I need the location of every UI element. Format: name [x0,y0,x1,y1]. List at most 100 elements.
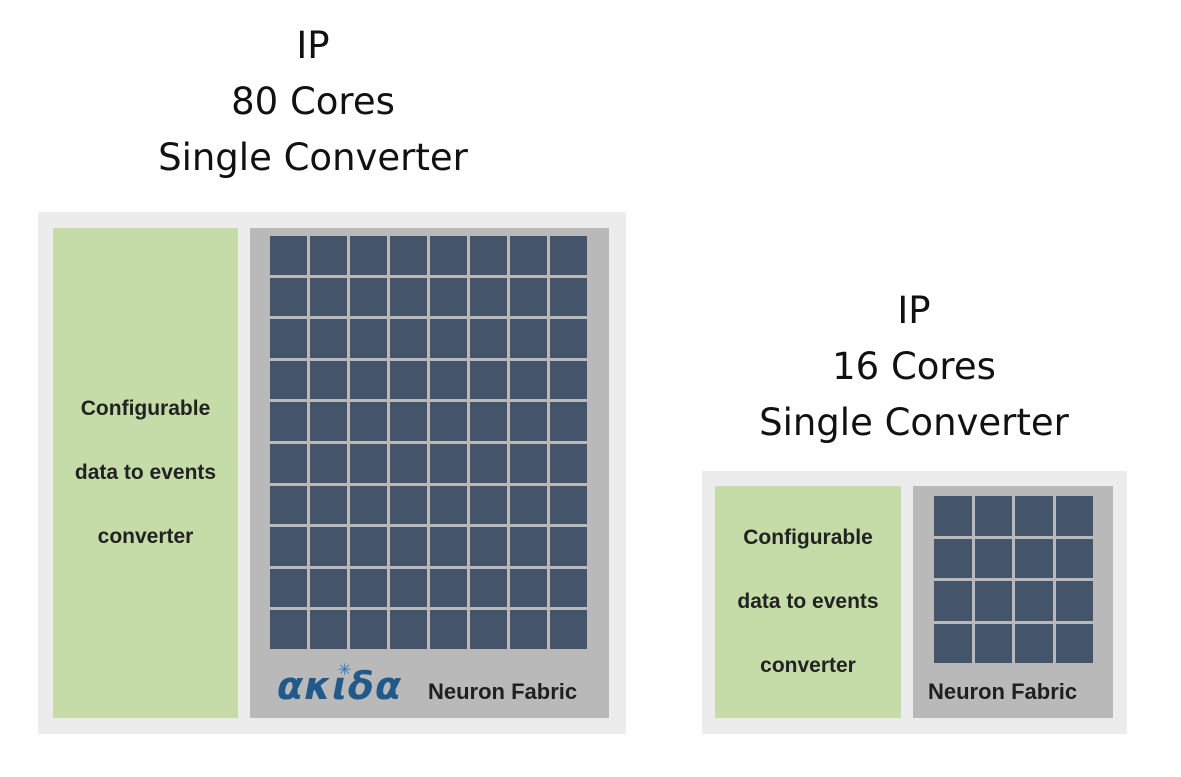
large-ip-heading: IP 80 Cores Single Converter [113,18,513,186]
large-neuron-core [550,485,587,525]
large-neuron-core [430,236,467,275]
large-neuron-core [350,568,387,608]
small-neuron-core [934,496,972,536]
small-converter-line-2: data to events [737,590,879,613]
large-neuron-core [310,402,347,441]
large-neuron-core [390,610,427,649]
small-neuron-core [1015,581,1053,621]
large-neuron-core [470,402,507,441]
small-neuron-core [934,581,972,621]
large-neuron-core [550,236,587,275]
large-neuron-core [550,360,587,400]
large-neuron-core [470,319,507,358]
small-ip-converter-count: Single Converter [759,401,1069,444]
large-neuron-core [270,485,307,525]
small-neuron-core [934,538,972,578]
large-neuron-core [510,485,547,525]
large-fabric-label: Neuron Fabric [428,679,578,704]
large-neuron-core [510,568,547,608]
large-neuron-core [510,402,547,441]
large-neuron-core [430,277,467,317]
large-neuron-core [390,277,427,317]
large-converter-line-1: Configurable [80,397,211,420]
large-neuron-core [270,402,307,441]
small-neuron-core [1055,538,1093,578]
large-neuron-core [550,443,587,483]
large-neuron-core [350,485,387,525]
small-neuron-core [974,581,1012,621]
large-neuron-core [510,527,547,566]
large-ip-core-count: 80 Cores [231,80,395,123]
large-neuron-core [350,236,387,275]
large-neuron-core [470,485,507,525]
large-neuron-core [470,360,507,400]
small-neuron-core [974,623,1012,663]
large-neuron-core [270,236,307,275]
large-neuron-core [470,277,507,317]
small-ip-heading: IP 16 Cores Single Converter [714,283,1114,451]
large-neuron-core [310,485,347,525]
large-neuron-core [510,236,547,275]
large-neuron-core [310,610,347,649]
large-neuron-core [510,277,547,317]
large-neuron-core [350,610,387,649]
large-neuron-core [390,402,427,441]
large-neuron-core [430,568,467,608]
large-neuron-core [470,568,507,608]
large-neuron-core [510,360,547,400]
small-neuron-core [1055,496,1093,536]
large-neuron-core [390,527,427,566]
large-ip-chip: Configurable data to events converter ακ… [38,212,626,734]
large-neuron-core [430,360,467,400]
small-fabric-label: Neuron Fabric [928,679,1078,704]
large-ip-title: IP [296,24,330,67]
small-ip-core-count: 16 Cores [832,345,996,388]
large-neuron-core [390,443,427,483]
large-converter-line-2: data to events [74,461,217,484]
small-neuron-core [934,623,972,663]
akida-logo: ακιδα [277,664,403,708]
large-neuron-core [510,443,547,483]
large-neuron-core [310,443,347,483]
small-neuron-core [1055,581,1093,621]
large-neuron-core [390,319,427,358]
large-neuron-core [390,485,427,525]
small-ip-title: IP [897,289,931,332]
large-neuron-core [310,360,347,400]
small-neuron-core [1055,623,1093,663]
large-neuron-core [270,360,307,400]
small-ip-chip: Configurable data to events converter Ne… [702,471,1127,734]
large-neuron-core [430,402,467,441]
small-neuron-core [974,538,1012,578]
large-neuron-core [470,527,507,566]
small-neuron-core [1015,623,1053,663]
small-ip-converter-block: Configurable data to events converter [715,486,901,718]
large-neuron-core [270,610,307,649]
small-converter-line-3: converter [760,654,856,677]
large-neuron-core [430,610,467,649]
large-neuron-core [430,485,467,525]
large-neuron-core [510,319,547,358]
large-neuron-core [390,360,427,400]
large-neuron-core [350,527,387,566]
large-neuron-core [350,402,387,441]
large-converter-line-3: converter [97,525,194,548]
large-neuron-core [390,236,427,275]
large-neuron-core [430,319,467,358]
large-neuron-core [270,443,307,483]
large-neuron-core [430,443,467,483]
large-neuron-core [430,527,467,566]
large-neuron-core [390,568,427,608]
akida-logo-star-icon: ✳ [338,660,352,679]
large-neuron-core [310,277,347,317]
small-converter-line-1: Configurable [743,526,873,549]
large-neuron-core [310,319,347,358]
large-neuron-core [350,277,387,317]
large-neuron-core [510,610,547,649]
large-neuron-core [550,527,587,566]
large-neuron-core [350,319,387,358]
small-ip-neuron-fabric: Neuron Fabric [913,486,1113,718]
large-neuron-core [270,277,307,317]
large-neuron-core [310,236,347,275]
large-neuron-core [350,360,387,400]
